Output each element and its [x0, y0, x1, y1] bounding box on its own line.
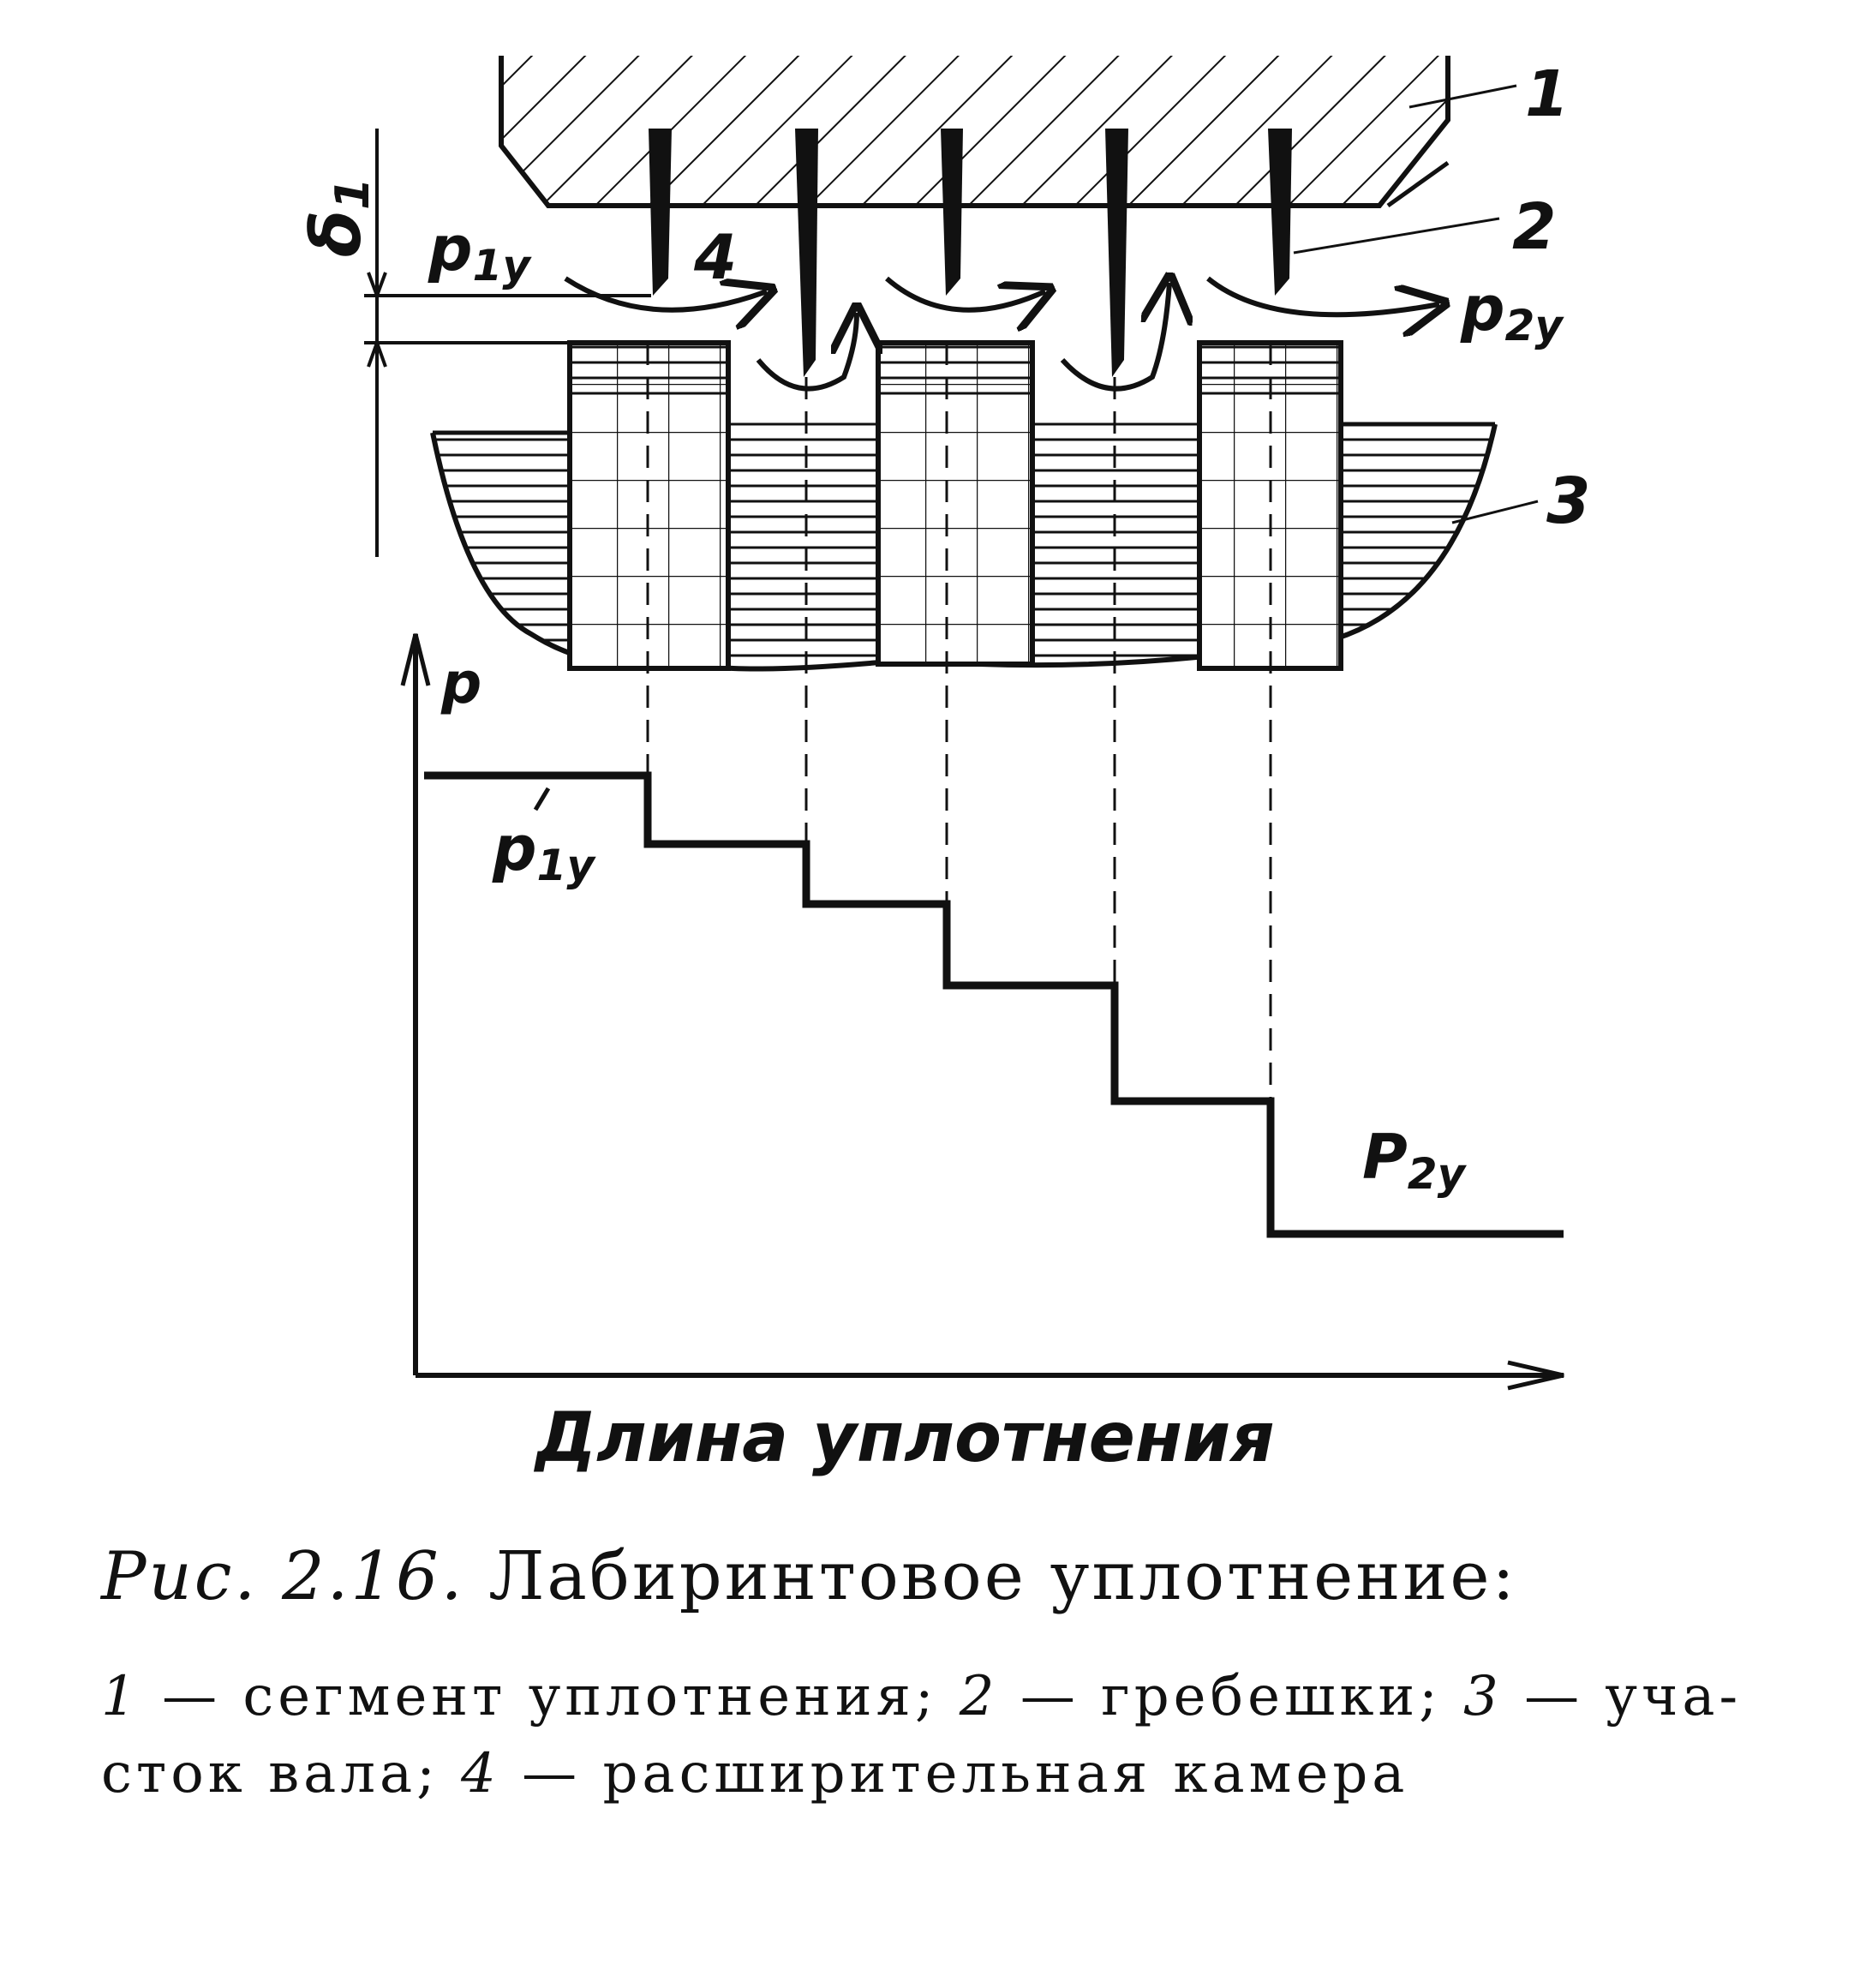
- pressure-graph-axes: [400, 633, 1564, 1391]
- legend-line-1: 1 — сегмент уплотнения; 2 — гребешки; 3 …: [101, 1665, 1743, 1728]
- callout-2: 2: [1512, 190, 1557, 264]
- seal-fins: [649, 129, 1292, 377]
- pressure-step-line: [424, 771, 1564, 1238]
- x-axis-title: Длина уплотнения: [533, 1398, 1275, 1477]
- pressure-axis-label: p: [440, 650, 481, 716]
- callout-4: 4: [693, 221, 737, 293]
- clearance-delta-label: δ1: [296, 177, 380, 257]
- p2y-label: p2y: [1460, 272, 1564, 350]
- figure-legend: 1 — сегмент уплотнения; 2 — гребешки; 3 …: [101, 1658, 1797, 1812]
- projection-lines: [646, 343, 1272, 1234]
- legend-line-2: сток вала; 4 — расширительная камера: [101, 1742, 1409, 1805]
- p1y-label: p1y: [428, 213, 532, 290]
- callout-1: 1: [1525, 57, 1570, 131]
- p2y-lower-label: P2y: [1362, 1121, 1468, 1199]
- flow-arrows: [564, 278, 1439, 392]
- clearance-dimension: [364, 129, 651, 557]
- figure-title: Лабиринтовое уплотнение:: [488, 1538, 1517, 1615]
- seal-segment: [499, 56, 1450, 208]
- callout-3: 3: [1546, 464, 1591, 538]
- leader-lines: [1293, 84, 1539, 524]
- figure-caption-title: Рис. 2.16. Лабиринтовое уплотнение:: [101, 1538, 1772, 1615]
- p1y-prime-label: p1y: [492, 812, 596, 890]
- p1y-prime-tick: [533, 787, 551, 811]
- figure-number: Рис. 2.16.: [101, 1538, 465, 1615]
- shaft-section: [430, 340, 1498, 672]
